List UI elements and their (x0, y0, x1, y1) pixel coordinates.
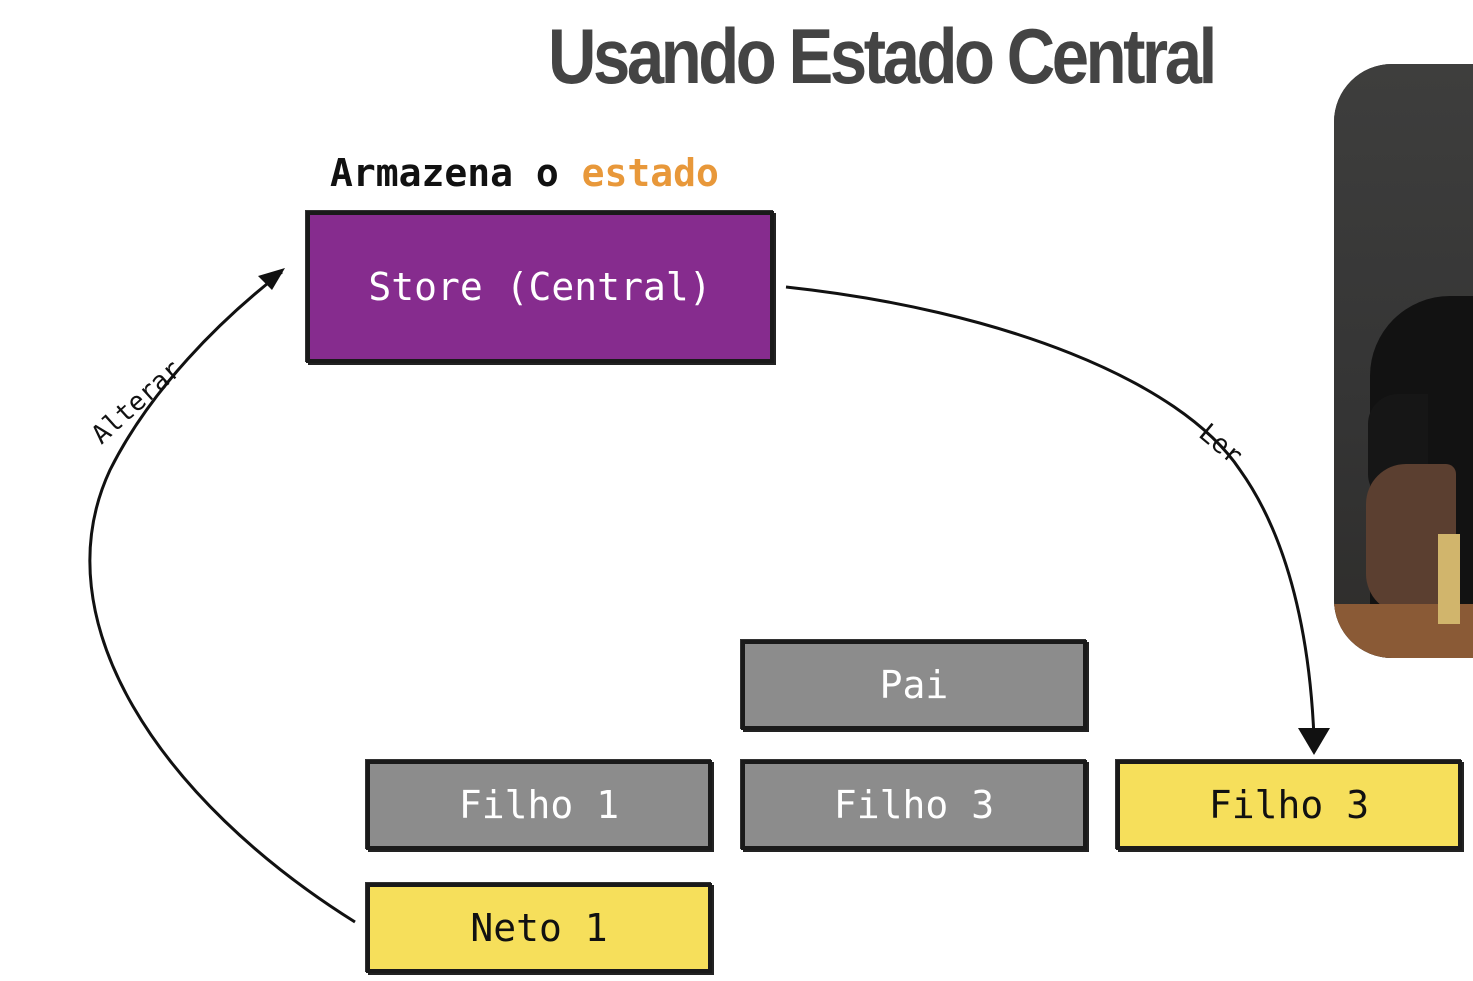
store-node: Store (Central) (306, 211, 774, 363)
store-caption: Armazena o estado (330, 148, 719, 198)
filho-1-node: Filho 1 (366, 760, 712, 850)
caption-highlight: estado (581, 151, 719, 195)
ler-arrowhead (1298, 728, 1330, 755)
ler-arrow (785, 285, 1316, 739)
presenter-video (1334, 64, 1473, 658)
pai-node: Pai (741, 640, 1087, 730)
filho-3-right-node: Filho 3 (1116, 760, 1462, 850)
neto-1-node: Neto 1 (366, 883, 712, 973)
video-object (1438, 534, 1460, 624)
alterar-arrowhead (258, 268, 285, 290)
alterar-arrow (88, 270, 356, 924)
caption-prefix: Armazena o (330, 151, 559, 195)
slide-title: Usando Estado Central (548, 12, 1217, 100)
filho-3-middle-node: Filho 3 (741, 760, 1087, 850)
